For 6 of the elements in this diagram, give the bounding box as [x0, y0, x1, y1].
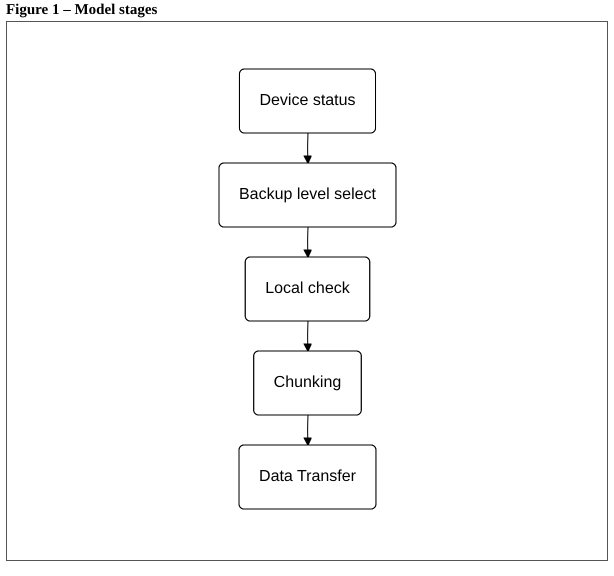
figure-title: Figure 1 – Model stages [6, 2, 158, 19]
arrow [302, 414, 312, 446]
arrow [302, 226, 312, 258]
figure-frame: Device status Backup level select Local check Chunking Data Transfer [6, 21, 608, 561]
arrow [302, 132, 312, 164]
arrow [302, 320, 312, 352]
